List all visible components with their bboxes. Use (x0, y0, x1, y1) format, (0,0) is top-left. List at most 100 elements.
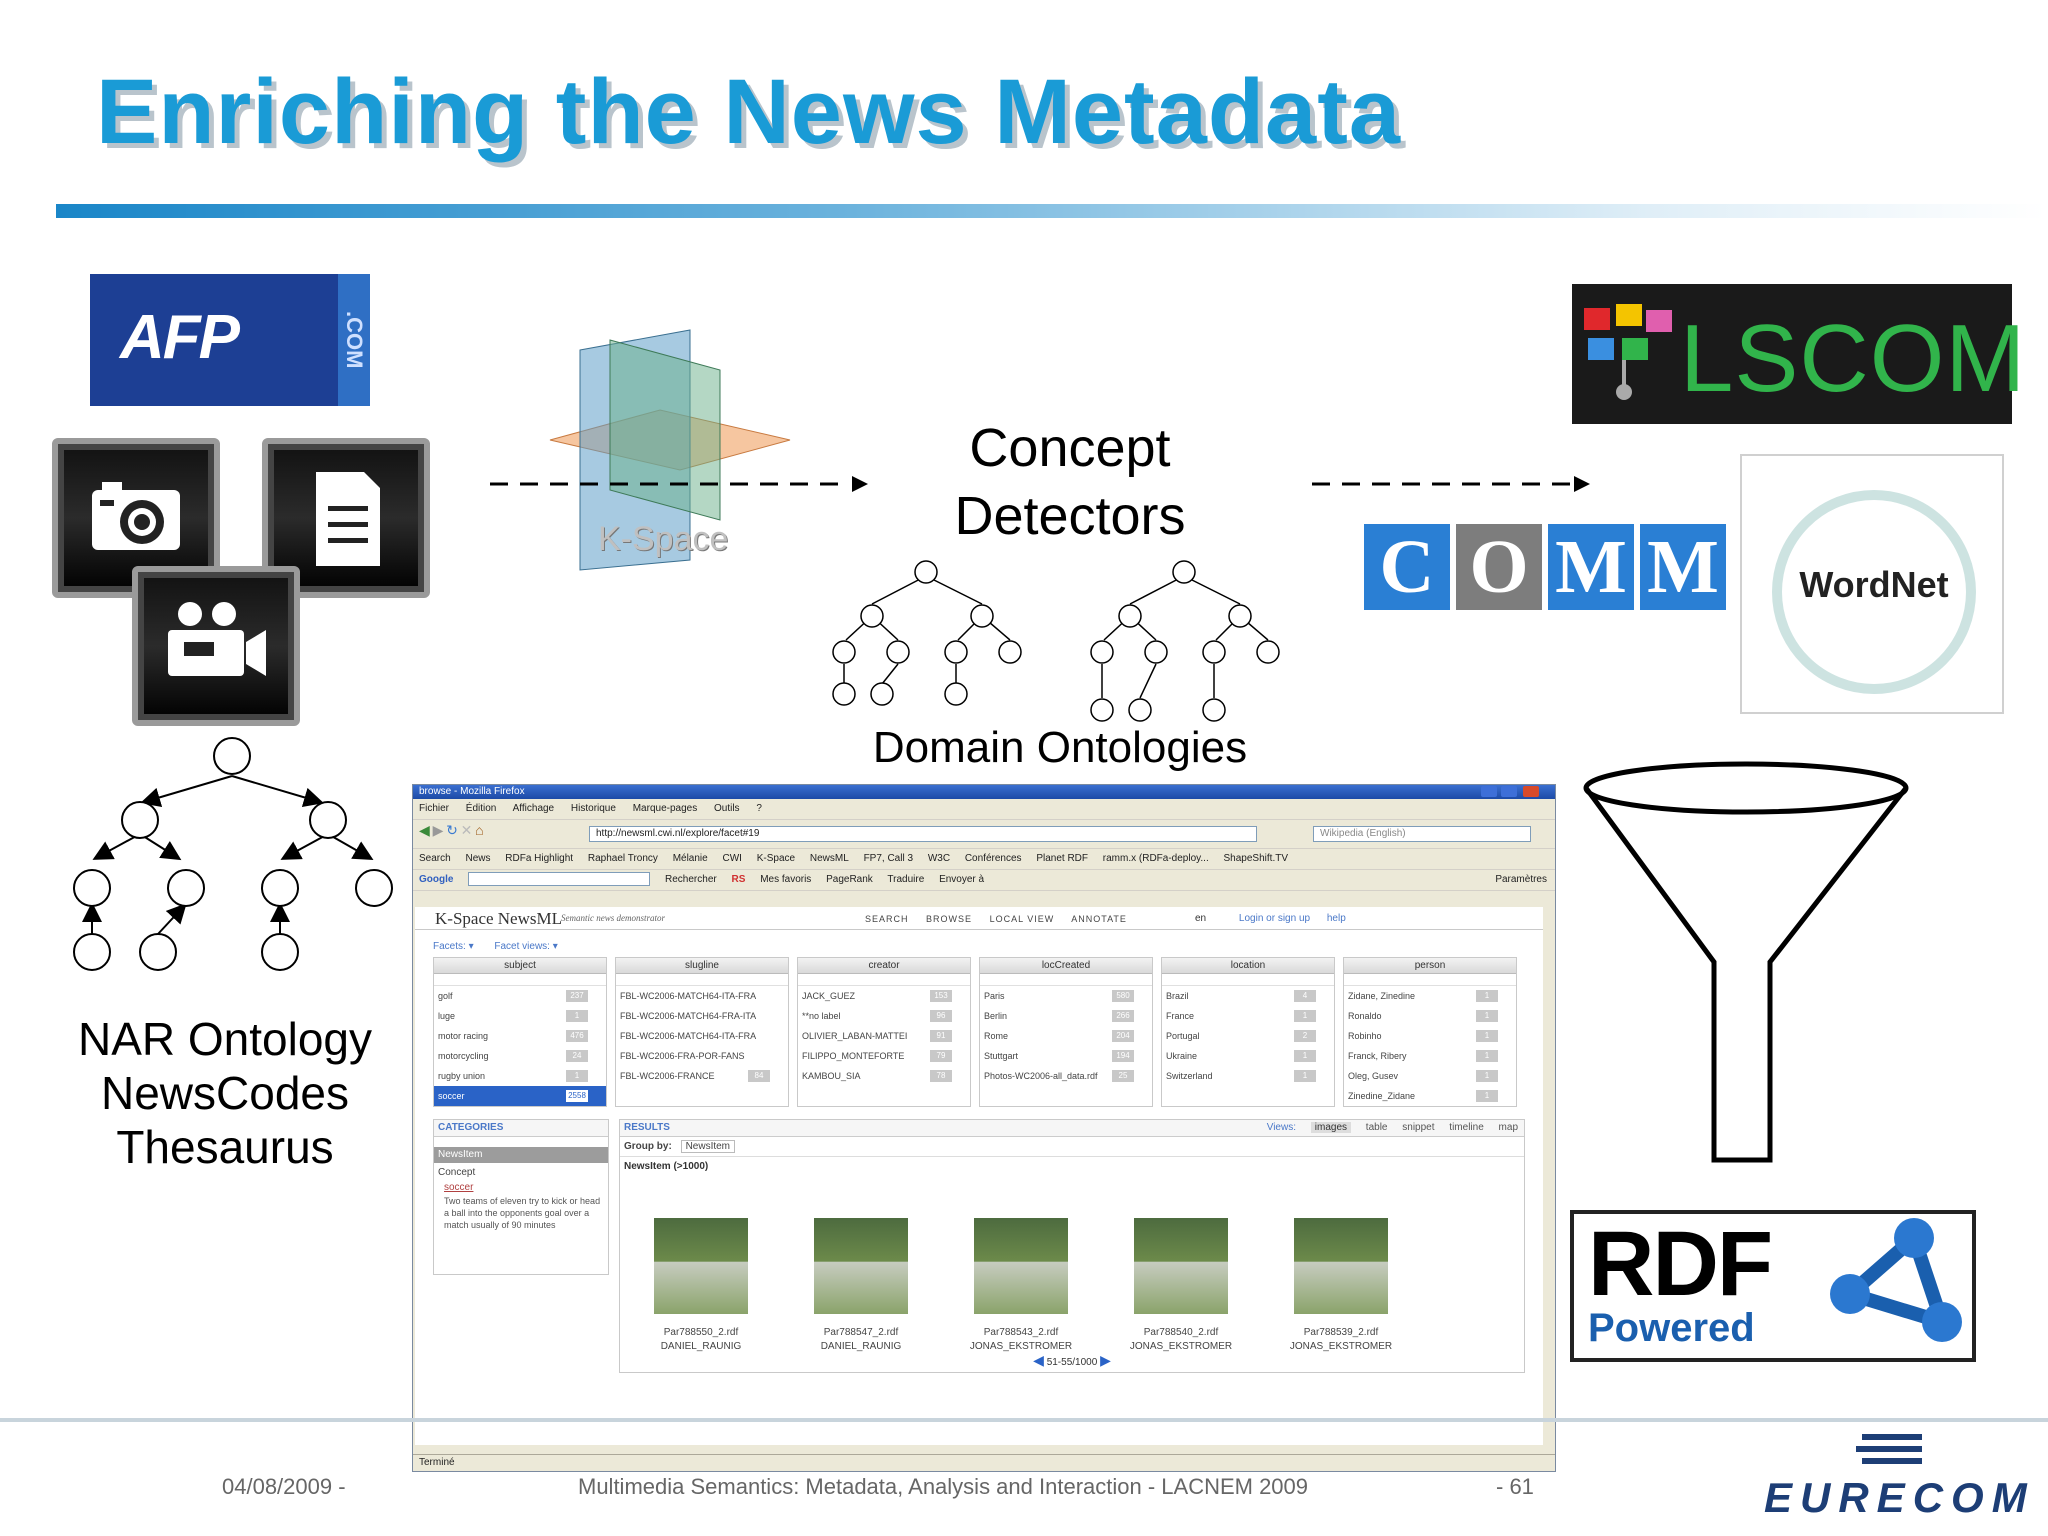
login-link[interactable]: Login or sign up (1238, 913, 1311, 924)
app-logo[interactable]: K-Space NewsML (435, 909, 562, 928)
facet-item[interactable]: FBL-WC2006-MATCH64-ITA-FRA (616, 986, 788, 1006)
google-favoris-button[interactable]: Mes favoris (760, 874, 812, 885)
menu-edition[interactable]: Édition (465, 803, 497, 814)
wikipedia-search-input[interactable]: Wikipedia (English) (1313, 826, 1531, 842)
close-button[interactable] (1523, 786, 1539, 797)
google-traduire-button[interactable]: Traduire (887, 874, 925, 885)
language-select[interactable]: en (1195, 913, 1207, 924)
home-icon[interactable]: ⌂ (475, 822, 484, 838)
back-icon[interactable]: ◀ (419, 822, 430, 838)
result-file[interactable]: Par788550_2.rdf (663, 1327, 739, 1338)
google-envoyer-button[interactable]: Envoyer à (939, 874, 985, 885)
url-input[interactable]: http://newsml.cwi.nl/explore/facet#19 (589, 826, 1257, 842)
view-tab-images[interactable]: images (1310, 1122, 1352, 1133)
facet-views-dropdown[interactable]: Facet views: (494, 941, 550, 952)
result-file[interactable]: Par788543_2.rdf (983, 1327, 1059, 1338)
bookmark-item[interactable]: Raphael Troncy (587, 853, 658, 864)
bookmark-item[interactable]: NewsML (809, 853, 849, 864)
bookmark-item[interactable]: CWI (722, 853, 742, 864)
google-rs-button[interactable]: RS (731, 874, 746, 885)
result-thumbnail[interactable] (814, 1218, 908, 1314)
view-tab-snippet[interactable]: snippet (1402, 1122, 1435, 1133)
bookmark-item[interactable]: Search (419, 853, 451, 864)
result-thumbnail[interactable] (1294, 1218, 1388, 1314)
nav-browse[interactable]: BROWSE (926, 914, 973, 924)
view-tab-table[interactable]: table (1365, 1122, 1388, 1133)
menu-marque-pages[interactable]: Marque-pages (632, 803, 698, 814)
google-rechercher-button[interactable]: Rechercher (665, 874, 717, 885)
stop-icon[interactable]: ✕ (460, 822, 473, 838)
facet-header[interactable]: creator (798, 958, 970, 974)
bookmark-item[interactable]: FP7, Call 3 (863, 853, 914, 864)
pager-prev-icon[interactable]: ◀ (1033, 1352, 1044, 1368)
facet-search-input[interactable] (434, 974, 606, 986)
menu-affichage[interactable]: Affichage (512, 803, 555, 814)
view-tab-map[interactable]: map (1498, 1122, 1518, 1133)
result-thumbnail[interactable] (1134, 1218, 1228, 1314)
result-thumbnail[interactable] (974, 1218, 1068, 1314)
facet-search-input[interactable] (980, 974, 1152, 986)
bookmark-item[interactable]: Mélanie (672, 853, 708, 864)
google-parametres-button[interactable]: Paramètres (1495, 874, 1547, 885)
facet-header[interactable]: subject (434, 958, 606, 974)
bookmark-item[interactable]: Planet RDF (1036, 853, 1088, 864)
category-newsitem[interactable]: NewsItem (434, 1147, 608, 1163)
bookmark-item[interactable]: ShapeShift.TV (1223, 853, 1288, 864)
result-file[interactable]: Par788540_2.rdf (1143, 1327, 1219, 1338)
bookmark-item[interactable]: ramm.x (RDFa-deploy... (1102, 853, 1209, 864)
facet-search-input[interactable] (1162, 974, 1334, 986)
pager-next-icon[interactable]: ▶ (1100, 1352, 1111, 1368)
google-search-input[interactable] (468, 872, 651, 887)
bookmark-item[interactable]: Conférences (964, 853, 1022, 864)
menu-historique[interactable]: Historique (570, 803, 616, 814)
facet-item[interactable]: FBL-WC2006-MATCH64-FRA-ITA (616, 1006, 788, 1026)
help-link[interactable]: help (1326, 913, 1346, 924)
maximize-button[interactable] (1501, 786, 1517, 797)
nav-annotate[interactable]: ANNOTATE (1071, 914, 1127, 924)
facet-header[interactable]: locCreated (980, 958, 1152, 974)
menu-outils[interactable]: Outils (713, 803, 740, 814)
view-tab-timeline[interactable]: timeline (1449, 1122, 1484, 1133)
facet-header[interactable]: slugline (616, 958, 788, 974)
bookmark-item[interactable]: News (465, 853, 491, 864)
reload-icon[interactable]: ↻ (446, 822, 458, 838)
group-by-select[interactable]: NewsItem (680, 1140, 736, 1153)
menu-help[interactable]: ? (756, 803, 762, 814)
bookmark-item[interactable]: K-Space (756, 853, 796, 864)
nav-local-view[interactable]: LOCAL VIEW (989, 914, 1055, 924)
result-file[interactable]: Par788539_2.rdf (1303, 1327, 1379, 1338)
facet-search-input[interactable] (798, 974, 970, 986)
bookmark-item[interactable]: W3C (927, 853, 951, 864)
facet-header[interactable]: person (1344, 958, 1516, 974)
facet-header[interactable]: location (1162, 958, 1334, 974)
forward-icon[interactable]: ▶ (432, 822, 444, 838)
menu-fichier[interactable]: Fichier (419, 803, 450, 814)
nav-search[interactable]: SEARCH (865, 914, 909, 924)
result-file[interactable]: Par788547_2.rdf (823, 1327, 899, 1338)
